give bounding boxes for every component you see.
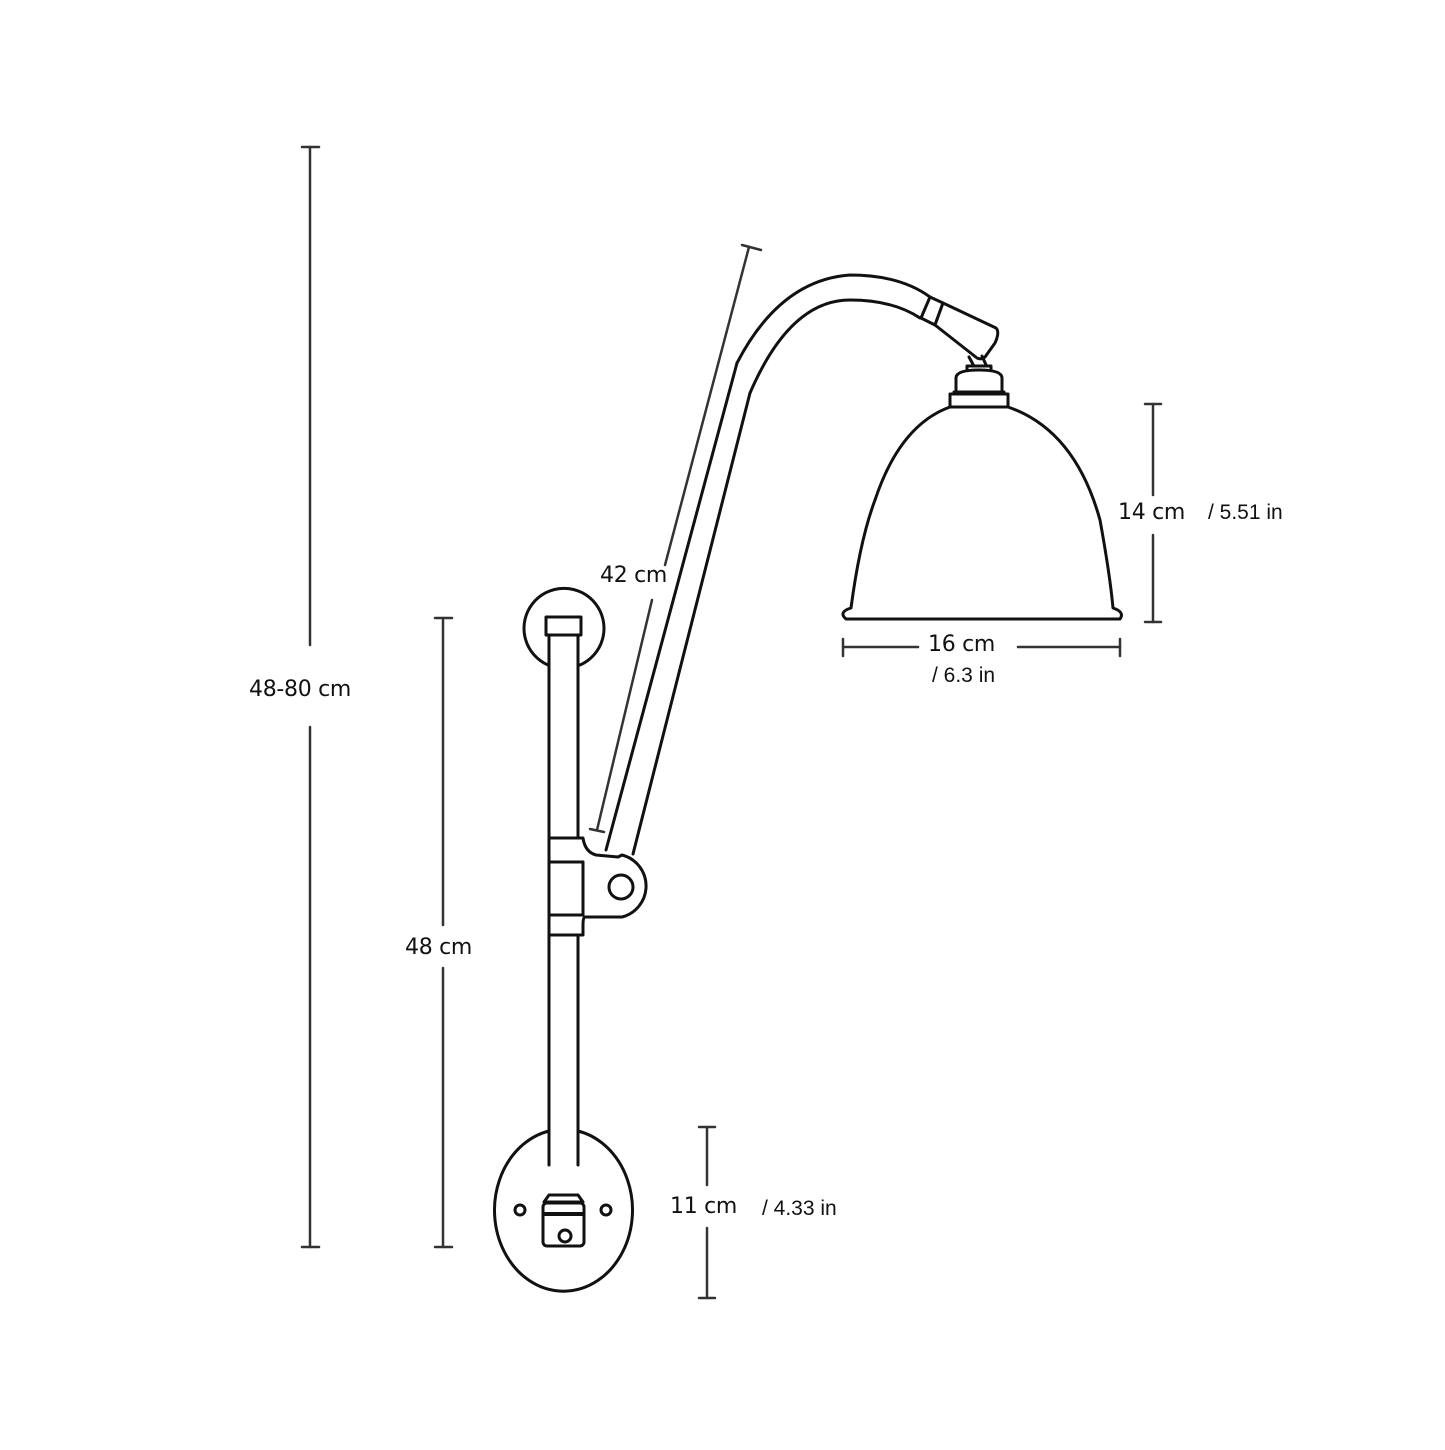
angled-arm <box>604 273 932 856</box>
backplate-diameter-imperial-label: / 4.33 in <box>762 1197 837 1220</box>
top-rod-cap <box>522 586 606 667</box>
shade-diameter-dimension-line <box>841 637 1122 658</box>
vertical-rod <box>547 633 580 1167</box>
arm-length-dimension-line <box>588 243 763 834</box>
total-height-label: 48-80 cm <box>249 677 352 702</box>
arm-length-label: 42 cm <box>600 563 668 588</box>
rod-height-dimension-line <box>433 616 454 1249</box>
shade-socket <box>948 364 1010 410</box>
lamp-shade <box>841 405 1123 621</box>
swivel-joint <box>919 295 1000 370</box>
backplate-diameter-label: 11 cm <box>670 1194 738 1219</box>
shade-diameter-label: 16 cm <box>928 632 996 657</box>
total-height-dimension-line <box>300 145 321 1249</box>
backplate-dimension-line <box>697 1125 717 1300</box>
shade-height-dimension-line <box>1143 402 1163 624</box>
rod-height-label: 48 cm <box>405 935 473 960</box>
shade-height-imperial-label: / 5.51 in <box>1208 501 1283 524</box>
shade-height-label: 14 cm <box>1118 500 1186 525</box>
slider-joint <box>547 836 648 937</box>
shade-diameter-imperial-label: / 6.3 in <box>932 664 996 687</box>
wall-backplate <box>493 1129 634 1293</box>
